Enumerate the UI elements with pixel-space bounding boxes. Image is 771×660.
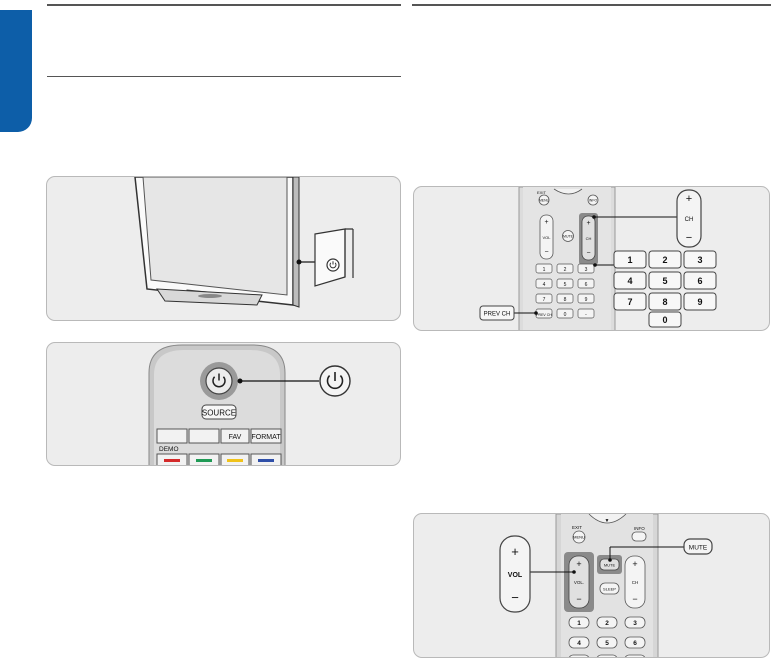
vol-key-5[interactable]: 5 [605, 640, 609, 647]
fav-button[interactable]: FAV [229, 434, 242, 441]
color-key-red[interactable] [164, 459, 180, 462]
vol-plus-small: + [576, 559, 581, 569]
big-key-7[interactable]: 7 [627, 297, 632, 307]
ch-label: CH [586, 236, 592, 241]
mute-callout: MUTE [689, 545, 708, 552]
small-key-8[interactable]: 8 [564, 297, 567, 303]
vol-key-1[interactable]: 1 [577, 620, 581, 627]
side-power-icon[interactable] [326, 258, 340, 272]
color-key-blue[interactable] [258, 459, 274, 462]
small-key-2[interactable]: 2 [564, 267, 567, 273]
small-key-3[interactable]: 3 [585, 267, 588, 273]
color-key-yellow[interactable] [227, 459, 243, 462]
vol-key-4[interactable]: 4 [577, 640, 581, 647]
small-key-4[interactable]: 4 [543, 282, 546, 288]
info-button[interactable] [631, 531, 647, 542]
mute-button[interactable]: MUTE [563, 235, 574, 239]
top-rule-right [412, 4, 771, 6]
ch-minus: − [586, 250, 590, 257]
vol-key-6[interactable]: 6 [633, 640, 637, 647]
ch-plus-small: + [632, 559, 637, 569]
small-key-5[interactable]: 5 [564, 282, 567, 288]
small-key-dash[interactable]: - [585, 312, 587, 318]
vol-minus: − [544, 249, 548, 256]
vol-callout-label: VOL [508, 572, 523, 579]
big-key-2[interactable]: 2 [662, 255, 667, 265]
vol-label: VOL [542, 235, 551, 240]
section-rule-left [47, 76, 401, 77]
small-key-0[interactable]: 0 [564, 312, 567, 318]
top-rule-left [47, 4, 401, 6]
info-label: INFO [634, 526, 645, 531]
big-key-4[interactable]: 4 [627, 276, 632, 286]
ch-callout-minus: − [686, 232, 692, 244]
power-icon [319, 365, 351, 397]
section-tab-marker [0, 10, 32, 132]
big-key-3[interactable]: 3 [697, 255, 702, 265]
small-key-1[interactable]: 1 [543, 267, 546, 273]
menu-button[interactable]: MENU [539, 199, 550, 203]
small-key-7[interactable]: 7 [543, 297, 546, 303]
figure-volume: ▼ EXIT MENU INFO + VOL. − MUTE SLEEP + C… [413, 513, 770, 658]
mute-button-small[interactable]: MUTE [604, 563, 616, 568]
nav-down-arrow[interactable]: ▼ [605, 518, 610, 524]
figure-channel: EXIT MENU INFO + VOL − MUTE + CH − [413, 186, 770, 331]
ch-callout-label: CH [685, 217, 694, 223]
ch-minus-small: − [632, 594, 637, 604]
prev-ch-callout: PREV CH [484, 312, 511, 318]
big-key-6[interactable]: 6 [697, 276, 702, 286]
source-button[interactable]: SOURCE [202, 409, 236, 418]
small-key-prev-ch[interactable]: PREV CH [536, 313, 552, 317]
small-keypad [535, 263, 595, 319]
sleep-button[interactable]: SLEEP [603, 587, 616, 592]
tv-side-panel [314, 228, 354, 287]
ch-callout-plus: + [686, 193, 692, 205]
small-key-6[interactable]: 6 [585, 282, 588, 288]
color-key-green[interactable] [196, 459, 212, 462]
small-key-9[interactable]: 9 [585, 297, 588, 303]
vol-key-2[interactable]: 2 [605, 620, 609, 627]
vol-callout-minus: − [511, 590, 519, 605]
vol-label-small: VOL. [574, 580, 584, 585]
small-keypad [568, 616, 646, 657]
figure-remote-power: SOURCE FAV FORMAT DEMO [46, 342, 401, 466]
big-key-1[interactable]: 1 [627, 255, 632, 265]
big-key-5[interactable]: 5 [662, 276, 667, 286]
remote-power-button[interactable] [200, 362, 238, 400]
tv-illustration [134, 177, 300, 308]
big-key-0[interactable]: 0 [662, 315, 667, 325]
format-button[interactable]: FORMAT [251, 434, 281, 441]
demo-label: DEMO [159, 446, 179, 453]
info-button[interactable]: INFO [589, 199, 598, 203]
vol-minus-small: − [576, 594, 581, 604]
exit-label: EXIT [572, 525, 582, 530]
ch-label-small: CH [632, 580, 639, 585]
big-key-8[interactable]: 8 [662, 297, 667, 307]
big-key-9[interactable]: 9 [697, 297, 702, 307]
ch-plus: + [586, 220, 590, 227]
figure-tv-power [46, 176, 401, 321]
exit-label: EXIT [537, 190, 546, 195]
big-keypad [613, 250, 717, 328]
vol-callout-plus: + [511, 544, 519, 559]
menu-button[interactable]: MENU [573, 535, 585, 540]
vol-key-3[interactable]: 3 [633, 620, 637, 627]
vol-plus: + [544, 219, 548, 226]
